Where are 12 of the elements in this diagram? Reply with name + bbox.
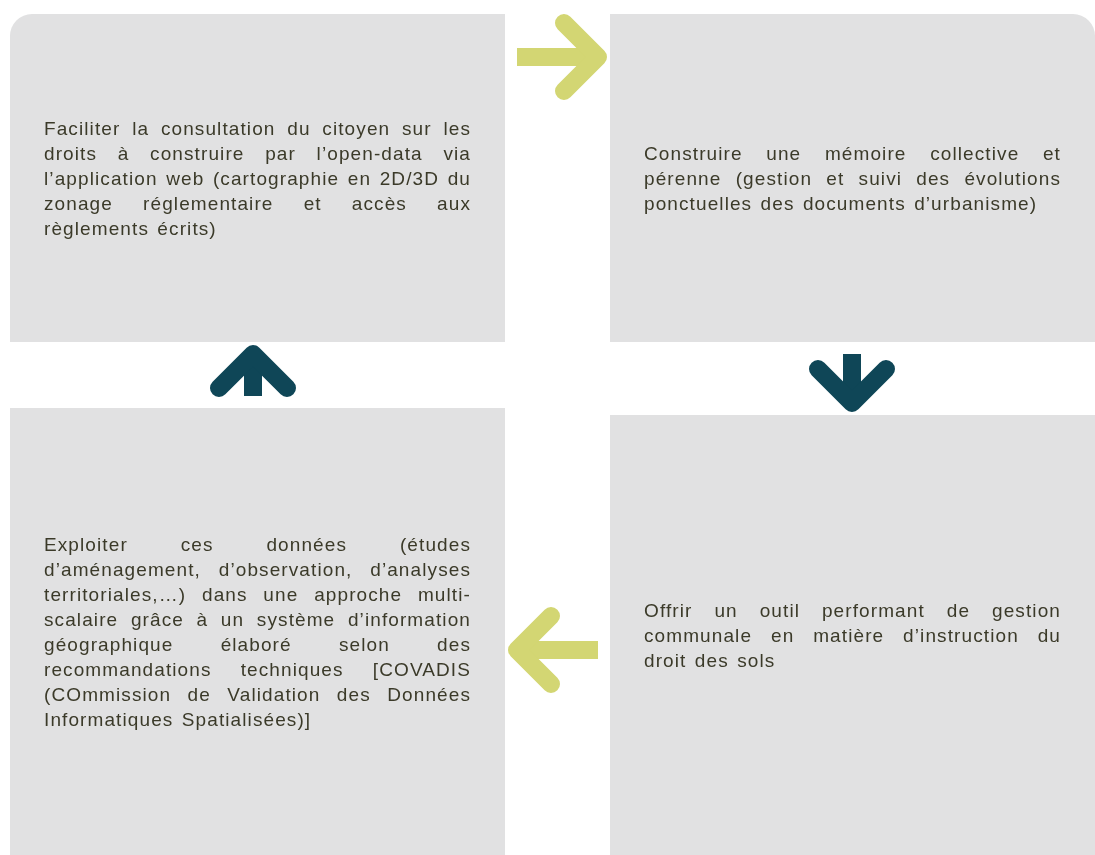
card-text: Construire une mémoire collective et pérenne (gestion et suivi des évolutions ponctuelles des documents d’urbanisme) xyxy=(644,141,1061,216)
card-text: Offrir un outil performant de gestion communale en matière d’instruction du droit des sols xyxy=(644,598,1061,673)
card-text: Exploiter ces données (études d’aménagement, d’observation, d’analyses territoriales,…) dans une approche multi-scalaire grâce à un système d’information géographique élaboré selon des recommandations techniques [COVADIS (COmmission de Validation des Données Informatiques Spatialisées)] xyxy=(44,532,471,732)
text-card xyxy=(610,14,1095,342)
arrow xyxy=(508,607,598,693)
text-card xyxy=(610,415,1095,855)
arrow xyxy=(809,354,895,412)
arrow xyxy=(517,14,607,100)
text-card xyxy=(10,408,505,855)
arrow xyxy=(210,345,296,397)
card-text: Faciliter la consultation du citoyen sur les droits à construire par l’open-data via l’application web (cartographie en 2D/3D du zonage réglementaire et accès aux règlements écrits) xyxy=(44,116,471,241)
text-card xyxy=(10,14,505,342)
